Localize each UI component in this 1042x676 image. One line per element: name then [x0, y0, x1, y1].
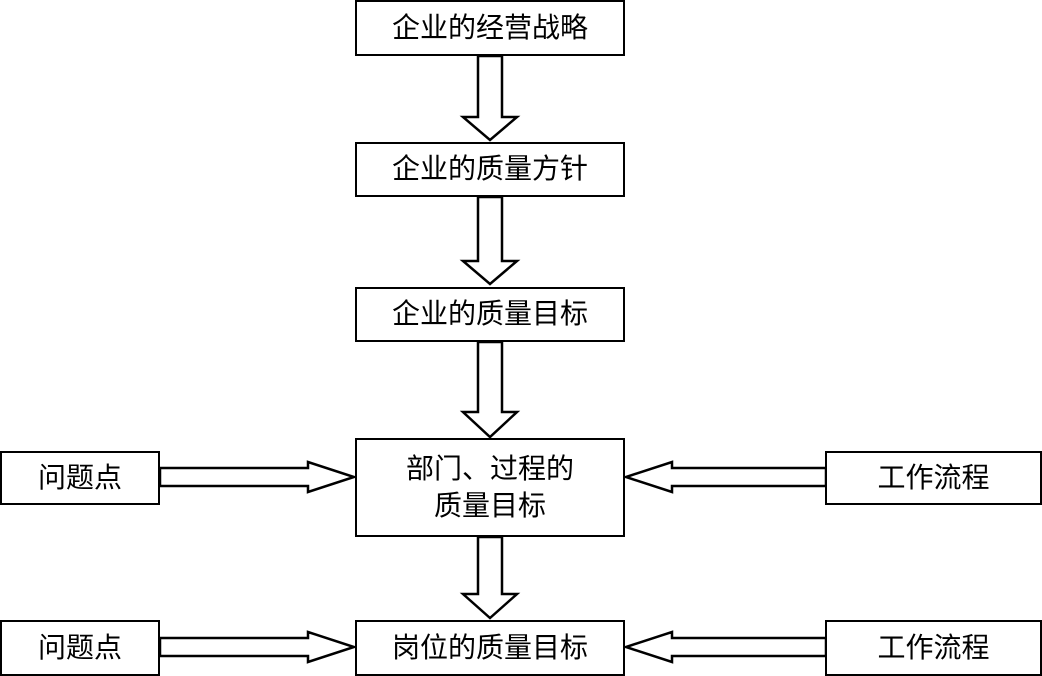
node-business-strategy: 企业的经营战略: [355, 0, 625, 56]
node-post-quality-goal: 岗位的质量目标: [355, 620, 625, 676]
node-workflow-lower-label: 工作流程: [877, 630, 990, 664]
node-department-process-quality-goal-text: 部门、过程的 质量目标: [406, 451, 574, 524]
node-workflow-upper: 工作流程: [825, 451, 1042, 505]
node-workflow-lower: 工作流程: [825, 620, 1042, 676]
node-department-process-quality-goal: 部门、过程的 质量目标: [355, 438, 625, 537]
arrow-issues-to-dept-goal: [158, 460, 359, 494]
node-issues-lower-label: 问题点: [37, 630, 122, 664]
arrow-issues-to-post-goal: [158, 630, 359, 664]
arrow-company-goal-to-dept-goal: [459, 340, 521, 439]
node-company-quality-goal: 企业的质量目标: [355, 287, 625, 342]
node-quality-policy: 企业的质量方针: [355, 142, 625, 197]
node-workflow-upper-label: 工作流程: [877, 460, 990, 494]
arrow-strategy-to-policy: [459, 54, 521, 142]
node-issues-lower: 问题点: [0, 620, 160, 676]
node-business-strategy-label: 企业的经营战略: [391, 10, 588, 44]
node-quality-policy-label: 企业的质量方针: [391, 152, 588, 186]
node-issues-upper: 问题点: [0, 451, 160, 505]
node-department-process-quality-goal-line-1: 部门、过程的: [405, 452, 574, 486]
node-company-quality-goal-label: 企业的质量目标: [391, 297, 588, 331]
arrow-policy-to-company-goal: [459, 195, 521, 286]
arrow-dept-goal-to-post-goal: [459, 535, 521, 620]
node-department-process-quality-goal-line-2: 质量目标: [433, 488, 546, 522]
arrow-workflow-to-post-goal: [621, 630, 828, 664]
node-post-quality-goal-label: 岗位的质量目标: [391, 630, 588, 664]
arrow-workflow-to-dept-goal: [621, 460, 828, 494]
node-issues-upper-label: 问题点: [37, 460, 122, 494]
